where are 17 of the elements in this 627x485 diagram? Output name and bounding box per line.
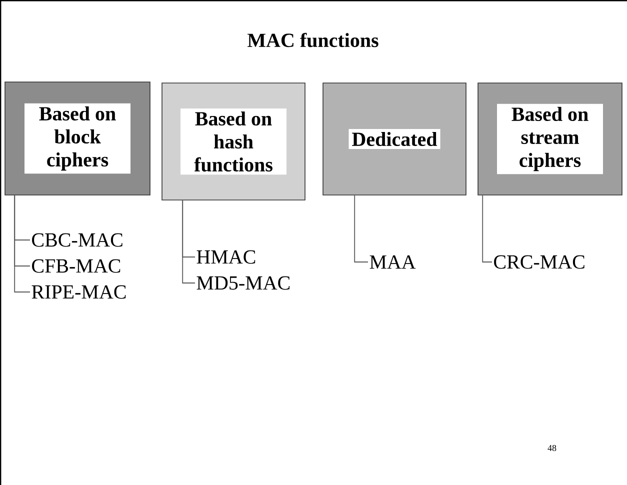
function-name: MD5-MAC: [196, 276, 290, 290]
tree-line: [482, 194, 492, 262]
category-box: Dedicated: [322, 82, 466, 196]
function-name: HMAC: [196, 250, 256, 264]
category-box: Based on block ciphers: [4, 82, 150, 196]
tree-line: [14, 194, 30, 292]
category-box: Based on hash functions: [162, 82, 306, 200]
tree-line: [354, 194, 368, 262]
function-name: CBC-MAC: [32, 233, 122, 247]
category-box: Based on stream ciphers: [478, 82, 622, 196]
function-name: RIPE-MAC: [32, 285, 126, 299]
function-name: CRC-MAC: [494, 255, 584, 269]
tree-line: [182, 200, 196, 284]
page-number: 48: [548, 444, 556, 452]
function-name: CFB-MAC: [32, 259, 120, 273]
title: MAC functions: [248, 32, 378, 48]
function-name: MAA: [370, 255, 416, 269]
